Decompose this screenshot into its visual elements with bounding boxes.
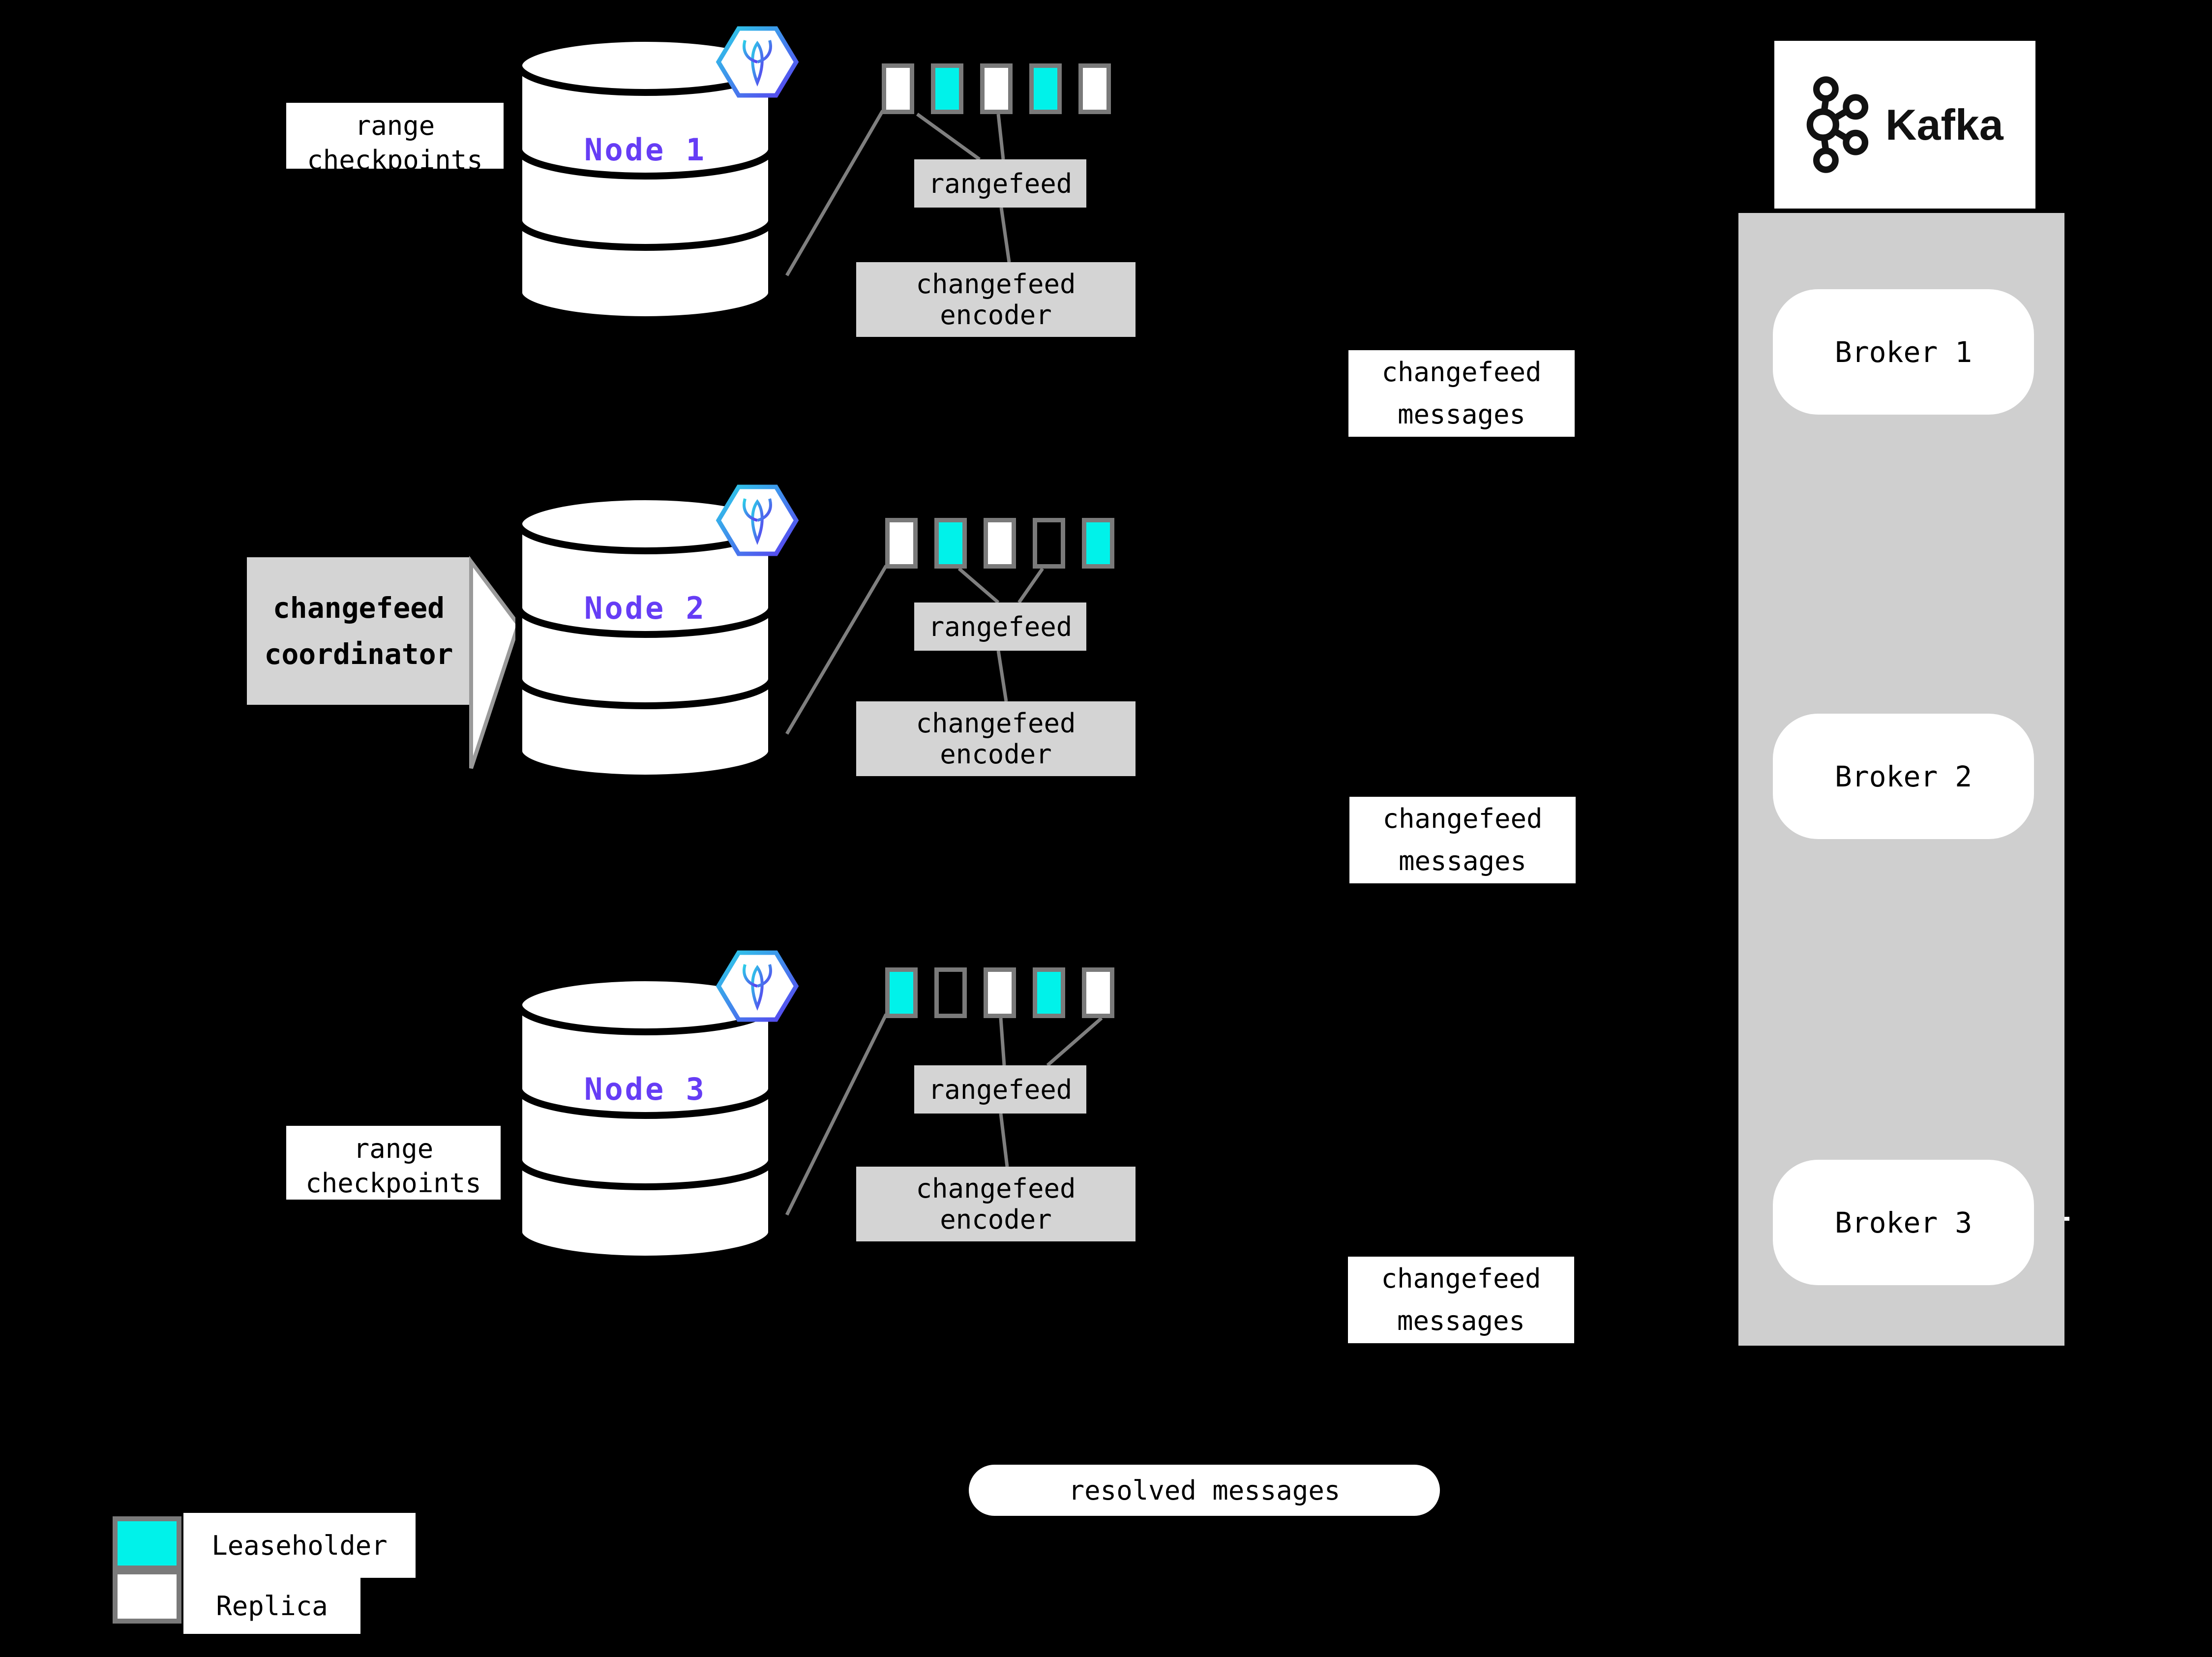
changefeed-messages-3-line1: changefeed — [1381, 1263, 1541, 1294]
node2-rangefeed-box: rangefeed — [914, 603, 1086, 651]
range-checkpoints-line1: range — [353, 1133, 434, 1164]
node3-label: Node 3 — [584, 1071, 706, 1107]
node2-to-square-line — [785, 565, 888, 735]
node2-square4-to-rangefeed-line — [1017, 568, 1044, 603]
changefeed-messages-label-3: changefeed messages — [1348, 1257, 1574, 1343]
node1-encoder-line1: changefeed — [916, 269, 1076, 300]
changefeed-messages-1-line1: changefeed — [1381, 357, 1542, 388]
changefeed-messages-label-2: changefeed messages — [1349, 797, 1576, 883]
changefeed-messages-3-line2: messages — [1397, 1305, 1525, 1336]
node3-rangefeed-box: rangefeed — [914, 1065, 1086, 1114]
node2-square-2 — [934, 518, 967, 569]
node2-square2-to-rangefeed-line — [957, 567, 1000, 604]
kafka-wordmark: Kafka — [1885, 100, 2003, 149]
resolved-messages-text: resolved messages — [1068, 1475, 1341, 1506]
node2-rangefeed-to-encoder-line — [996, 650, 1008, 702]
node3-range-squares — [885, 967, 1114, 1018]
node1-square3-to-rangefeed-line — [996, 114, 1005, 160]
node3-square-5 — [1082, 967, 1114, 1018]
node2-range-squares — [885, 518, 1114, 569]
node3-to-square-line — [785, 1013, 888, 1216]
changefeed-messages-2-line2: messages — [1398, 845, 1527, 876]
node3-square5-to-rangefeed-line — [1046, 1017, 1103, 1067]
node2-square-1 — [885, 518, 918, 569]
cylinder-band — [515, 1159, 775, 1190]
node2-square-5 — [1082, 518, 1114, 569]
kafka-logo-box: Kafka — [1774, 41, 2035, 209]
node2-label: Node 2 — [584, 590, 706, 626]
node3-range-checkpoints-label: range checkpoints — [286, 1126, 501, 1200]
node1-rangefeed-box: rangefeed — [914, 159, 1086, 208]
resolved-messages-label: resolved messages — [969, 1465, 1440, 1516]
node3-square-2 — [934, 967, 967, 1018]
range-checkpoints-line2: checkpoints — [305, 1168, 481, 1199]
broker-3-box: Broker 3 — [1773, 1160, 2034, 1285]
node1-square-3 — [980, 63, 1013, 114]
cylinder-band — [515, 678, 775, 709]
changefeed-messages-1-line2: messages — [1397, 399, 1526, 430]
node2-encoder-line2: encoder — [940, 739, 1052, 770]
node2-square-4 — [1033, 518, 1065, 569]
kafka-logo-icon — [1806, 76, 1869, 173]
broker-1-label: Broker 1 — [1834, 335, 1973, 369]
changefeed-messages-2-line1: changefeed — [1382, 803, 1543, 834]
node3-encoder-line2: encoder — [940, 1204, 1052, 1235]
node2-square-3 — [984, 518, 1016, 569]
range-checkpoints-line1: range — [355, 110, 435, 141]
node3-rangefeed-label: rangefeed — [928, 1074, 1073, 1105]
changefeed-coordinator-box: changefeed coordinator — [247, 557, 471, 705]
broker-1-box: Broker 1 — [1773, 289, 2034, 415]
node3-database-cylinder — [515, 970, 776, 1266]
node1-square-1 — [882, 63, 914, 114]
node1-rangefeed-label: rangefeed — [928, 168, 1073, 199]
broker-2-box: Broker 2 — [1773, 714, 2034, 839]
node1-encoder-line2: encoder — [940, 300, 1052, 331]
node1-changefeed-encoder-box: changefeed encoder — [856, 262, 1136, 337]
legend-replica-swatch — [113, 1569, 181, 1624]
cylinder-band — [515, 220, 775, 251]
legend-leaseholder-swatch — [113, 1516, 181, 1570]
cylinder-band — [515, 1088, 775, 1119]
node3-encoder-line1: changefeed — [916, 1173, 1076, 1204]
node1-square-5 — [1078, 63, 1111, 114]
cylinder-band — [515, 607, 775, 638]
coordinator-callout-pointer — [469, 556, 521, 769]
legend-replica-label: Replica — [183, 1578, 360, 1634]
node2-encoder-line1: changefeed — [916, 708, 1076, 739]
coordinator-line2: coordinator — [264, 637, 453, 671]
node3-changefeed-encoder-box: changefeed encoder — [856, 1167, 1136, 1241]
broker-2-label: Broker 2 — [1834, 759, 1973, 793]
node1-square-2 — [931, 63, 963, 114]
cockroachdb-hexagon-icon — [716, 484, 799, 556]
cockroachdb-hexagon-icon — [716, 26, 799, 98]
node1-square1-to-rangefeed-line — [916, 113, 981, 161]
node1-range-checkpoints-label: range checkpoints — [286, 103, 504, 169]
node1-to-square-line — [785, 110, 885, 276]
node2-changefeed-encoder-box: changefeed encoder — [856, 701, 1136, 776]
node3-rangefeed-to-encoder-line — [999, 1113, 1009, 1167]
node3-square-3 — [984, 967, 1016, 1018]
node2-rangefeed-label: rangefeed — [928, 611, 1073, 642]
broker1-arrowhead-icon — [2056, 331, 2090, 354]
node1-rangefeed-to-encoder-line — [999, 207, 1011, 263]
node1-square-4 — [1029, 63, 1062, 114]
cylinder-band — [515, 149, 775, 180]
legend-replica-text: Replica — [216, 1590, 328, 1622]
node1-database-cylinder — [515, 31, 776, 327]
range-checkpoints-line2: checkpoints — [307, 145, 483, 169]
node1-range-squares — [882, 63, 1111, 114]
node3-square3-to-rangefeed-line — [999, 1018, 1006, 1066]
node3-square-4 — [1033, 967, 1065, 1018]
broker-3-label: Broker 3 — [1834, 1205, 1973, 1239]
node1-label: Node 1 — [584, 132, 706, 168]
node2-database-cylinder — [515, 489, 776, 785]
legend-leaseholder-label: Leaseholder — [183, 1513, 416, 1578]
broker3-arrow-tick-icon — [2061, 1217, 2069, 1221]
node3-square-1 — [885, 967, 918, 1018]
coordinator-line1: changefeed — [272, 591, 445, 625]
cockroachdb-hexagon-icon — [716, 950, 799, 1022]
legend-leaseholder-text: Leaseholder — [211, 1530, 388, 1561]
changefeed-messages-label-1: changefeed messages — [1348, 350, 1575, 437]
